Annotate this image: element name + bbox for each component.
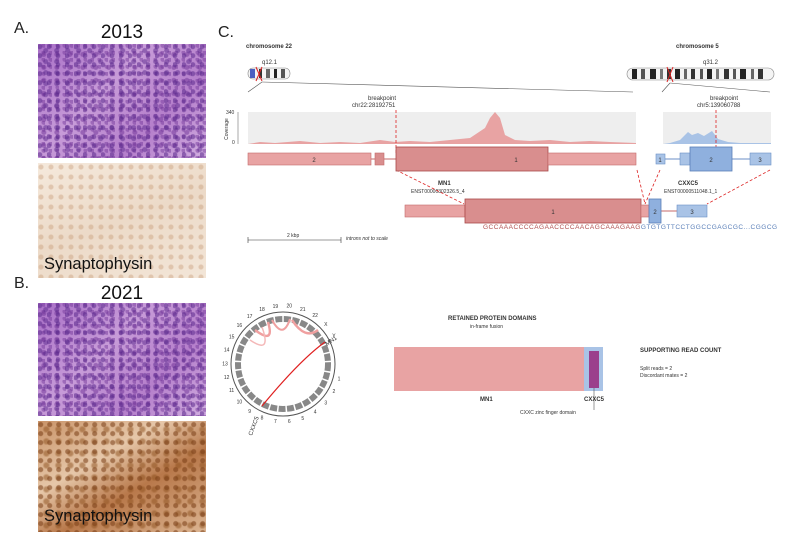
circos-chr-label-21: 21 [300, 307, 306, 313]
cxxc5-exon-2-label: 2 [709, 158, 713, 164]
cxxc5-sequence: GTGTGTTCCTGGCCGAGCGC...CGGCG [640, 224, 778, 231]
circos-chr-label-19: 19 [273, 304, 279, 310]
chromosome-22-ideogram [247, 66, 291, 82]
discordant-mates-count: Discordant mates = 2 [640, 373, 688, 379]
circos-plot [230, 311, 336, 417]
circos-cxxc5-label: CXXC5 [248, 415, 261, 436]
retained-domains-subtitle: in-frame fusion [470, 324, 504, 330]
panel-c-letter: C. [218, 24, 234, 41]
he-image-2013 [38, 44, 206, 158]
retained-domains-title: RETAINED PROTEIN DOMAINS [448, 316, 537, 322]
cxxc5-gene-label: CXXC5 [678, 181, 699, 187]
synaptophysin-image-2013 [38, 163, 206, 278]
circos-chr-label-17: 17 [247, 314, 253, 320]
coverage-track-cxxc5 [663, 112, 771, 144]
mn1-exon-2-label: 2 [312, 158, 316, 164]
circos-chr-label-Y: Y [332, 333, 336, 339]
fusion-transcript [404, 198, 708, 224]
cxxc5-exon-3-label: 3 [758, 158, 762, 164]
fusion-exon-1-label: 1 [551, 210, 555, 216]
fusion-exon-3-label: 3 [690, 210, 694, 216]
breakpoint-left-title: breakpoint [368, 96, 397, 102]
domain-mn1-label: MN1 [480, 397, 493, 403]
circos-chr-label-22: 22 [312, 313, 318, 319]
circos-chr-label-8: 8 [261, 415, 264, 421]
mn1-sequence: GCCAAACCCCAGAACCCCAACAGCAAAGAAG [483, 224, 641, 231]
chromosome-5-ideogram [626, 66, 775, 83]
circos-chr-label-9: 9 [248, 409, 251, 415]
chromosome-22-label: chromosome 22 [246, 44, 293, 50]
he-image-2021 [38, 303, 206, 416]
fusion-junction-sequence: GCCAAACCCCAGAACCCCAACAGCAAAGAAGGTGTGTTCC… [483, 224, 778, 231]
mn1-gene-model [247, 146, 637, 172]
chr22-band-label: q12.1 [262, 60, 278, 66]
coverage-track-mn1 [248, 112, 636, 144]
circos-chr-label-14: 14 [224, 348, 230, 354]
introns-note: introns not to scale [346, 236, 388, 242]
circos-chr-label-15: 15 [229, 335, 235, 341]
breakpoint-left-position: chr22:28192751 [352, 103, 396, 109]
panel-b-letter: B. [14, 275, 30, 292]
synaptophysin-label-2021: Synaptophysin [44, 507, 153, 525]
breakpoint-right-title: breakpoint [710, 96, 739, 102]
chromosome-5-label: chromosome 5 [676, 44, 719, 50]
panel-a-year: 2013 [100, 22, 144, 43]
mn1-exon-1-label: 1 [514, 158, 518, 164]
circos-chr-label-4: 4 [314, 410, 317, 416]
circos-chr-label-2: 2 [333, 389, 336, 395]
circos-chr-label-1: 1 [338, 376, 341, 382]
synaptophysin-image-2021 [38, 421, 206, 532]
panel-a-letter: A. [14, 20, 30, 37]
circos-chr-label-16: 16 [237, 323, 243, 329]
scale-bar-label: 2 kbp [287, 233, 300, 239]
chr5-band-label: q31.2 [703, 60, 719, 66]
circos-chr-label-3: 3 [324, 401, 327, 407]
circos-chr-label-6: 6 [288, 419, 291, 425]
cxxc-zinc-finger-label: CXXC zinc finger domain [520, 410, 576, 416]
mn1-gene-label: MN1 [438, 181, 451, 187]
circos-chr-label-X: X [324, 322, 328, 328]
circos-chr-label-7: 7 [274, 419, 277, 425]
circos-chr-label-5: 5 [301, 416, 304, 422]
coverage-max-label: 340 [226, 110, 235, 116]
circos-chr-label-20: 20 [287, 304, 293, 310]
circos-chr-label-10: 10 [237, 400, 243, 406]
circos-chr-label-13: 13 [222, 361, 228, 367]
coverage-min-label: 0 [232, 140, 235, 146]
circos-chr-label-18: 18 [259, 307, 265, 313]
circos-chr-label-11: 11 [229, 388, 234, 394]
scale-bar [247, 237, 342, 243]
read-count-title: SUPPORTING READ COUNT [640, 348, 722, 354]
split-reads-count: Split reads = 2 [640, 366, 673, 372]
cxxc5-gene-model [655, 146, 772, 172]
breakpoint-right-position: chr5:139060788 [697, 103, 741, 109]
protein-domain-diagram [394, 347, 603, 410]
domain-cxxc5-label: CXXC5 [584, 397, 605, 403]
fusion-exon-2-label: 2 [653, 210, 657, 216]
mn1-transcript-label: ENST00000302326.5_4 [411, 189, 465, 195]
synaptophysin-label-2013: Synaptophysin [44, 255, 153, 273]
panel-b-year: 2021 [100, 283, 144, 304]
circos-chr-label-12: 12 [224, 375, 230, 381]
cxxc5-transcript-label: ENST00000511048.1_1 [664, 189, 718, 195]
cxxc5-exon-1-label: 1 [658, 158, 662, 164]
